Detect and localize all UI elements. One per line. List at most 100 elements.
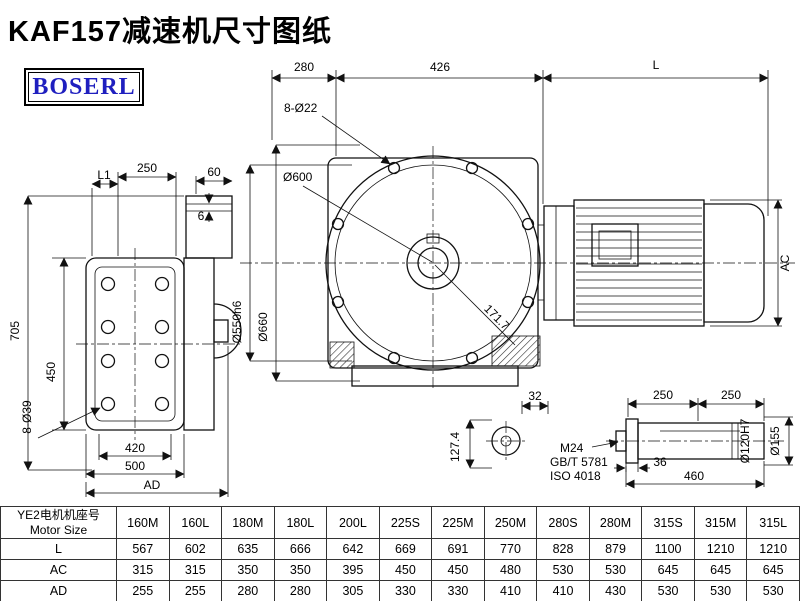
- front-flange-view: Ø600 171.7 8-Ø22: [240, 101, 795, 388]
- table-cell: 645: [693, 559, 748, 581]
- dim-60-label: 60: [207, 165, 221, 179]
- table-cell: 642: [326, 538, 380, 560]
- dim-O660-label: Ø660: [256, 312, 270, 342]
- dim-32-label: 32: [528, 389, 542, 403]
- table-cell: 410: [483, 580, 538, 601]
- row-label: L: [0, 538, 117, 560]
- col-header: 315M: [693, 506, 748, 539]
- col-header: 250M: [483, 506, 538, 539]
- col-header: 180L: [273, 506, 328, 539]
- motor-view: AC: [538, 199, 792, 327]
- dim-420-label: 420: [125, 441, 145, 455]
- page-title: KAF157减速机尺寸图纸: [8, 16, 332, 48]
- table-header-row: YE2电机机座号 Motor Size 160M 160L 180M 180L …: [0, 506, 800, 539]
- table-cell: 691: [431, 538, 485, 560]
- shaft-detail-view: 32 127.4 250 250 M24 GB/T 5781 ISO 4018 …: [448, 388, 794, 489]
- col-header: 160L: [168, 506, 223, 539]
- col-header: 225M: [431, 506, 485, 539]
- table-cell: 1100: [641, 538, 695, 560]
- dim-426-label: 426: [430, 60, 450, 74]
- dim-L1-label: L1: [97, 168, 111, 182]
- dim-6-label: 6: [198, 209, 205, 223]
- table-cell: 350: [273, 559, 328, 581]
- table-cell: 879: [588, 538, 643, 560]
- table-cell: 530: [536, 559, 590, 581]
- col-header: 280S: [536, 506, 590, 539]
- table-cell: 255: [168, 580, 223, 601]
- table-cell: 280: [273, 580, 328, 601]
- motor-size-cn: YE2电机机座号: [17, 507, 100, 522]
- thread-M24-label: M24: [560, 441, 584, 455]
- dim-O155-label: Ø155: [768, 426, 782, 456]
- dim-450-label: 450: [44, 362, 58, 382]
- table-cell: 330: [378, 580, 433, 601]
- dim-AD-label: AD: [144, 478, 161, 492]
- table-cell: 530: [693, 580, 748, 601]
- row-label: AD: [0, 580, 117, 601]
- table-cell: 410: [536, 580, 590, 601]
- table-cell: 530: [588, 559, 643, 581]
- table-cell: 430: [588, 580, 643, 601]
- table-cell: 450: [431, 559, 485, 581]
- table-cell: 450: [378, 559, 433, 581]
- table-cell: 280: [221, 580, 275, 601]
- table-cell: 666: [273, 538, 328, 560]
- dim-O550h6-label: Ø550h6: [230, 300, 244, 343]
- dim-127.4-label: 127.4: [448, 432, 462, 462]
- dim-36-label: 36: [653, 455, 667, 469]
- table-cell: 635: [221, 538, 275, 560]
- col-header: 225S: [378, 506, 433, 539]
- table-cell: 567: [116, 538, 170, 560]
- table-cell: 305: [326, 580, 380, 601]
- std-gbt-label: GB/T 5781: [550, 455, 608, 469]
- table-cell: 530: [746, 580, 800, 601]
- col-header: 160M: [116, 506, 170, 539]
- dim-280-label: 280: [294, 60, 314, 74]
- dim-8xO39-label: 8-Ø39: [20, 400, 34, 434]
- table-cell: 530: [641, 580, 695, 601]
- table-cell: 315: [116, 559, 170, 581]
- col-header: 315L: [746, 506, 800, 539]
- dim-250-label: 250: [137, 161, 157, 175]
- col-header: 280M: [588, 506, 643, 539]
- dim-500-label: 500: [125, 459, 145, 473]
- table-cell: 350: [221, 559, 275, 581]
- table-cell: 645: [746, 559, 800, 581]
- dim-O600-label: Ø600: [283, 170, 313, 184]
- dimension-table: YE2电机机座号 Motor Size 160M 160L 180M 180L …: [0, 506, 800, 601]
- dim-250b-label: 250: [721, 388, 741, 402]
- table-cell: 828: [536, 538, 590, 560]
- brand-logo-text: BOSERL: [32, 73, 136, 100]
- std-iso-label: ISO 4018: [550, 469, 601, 483]
- dim-O120H7-label: Ø120H7: [738, 418, 752, 463]
- dim-171.7-label: 171.7: [481, 302, 512, 333]
- dim-L-label: L: [653, 58, 660, 72]
- dim-AC-label: AC: [778, 254, 792, 271]
- table-row-AD: AD 255 255 280 280 305 330 330 410 410 4…: [0, 580, 800, 601]
- table-cell: 330: [431, 580, 485, 601]
- table-cell: 395: [326, 559, 380, 581]
- table-cell: 315: [168, 559, 223, 581]
- dim-705-label: 705: [8, 321, 22, 341]
- table-row-AC: AC 315 315 350 350 395 450 450 480 530 5…: [0, 559, 800, 581]
- table-cell: 1210: [693, 538, 748, 560]
- col-header: 200L: [326, 506, 380, 539]
- table-cell: 602: [168, 538, 223, 560]
- dim-460-label: 460: [684, 469, 704, 483]
- rear-flange-view: L1 250 60 6 705 450 8-Ø39 420 500 AD Ø55: [8, 144, 360, 498]
- dim-8xO22-label: 8-Ø22: [284, 101, 318, 115]
- col-header: 180M: [221, 506, 275, 539]
- table-cell: 669: [378, 538, 433, 560]
- table-cell: 255: [116, 580, 170, 601]
- top-dimensions: 280 426 L: [271, 58, 769, 216]
- table-cell: 770: [483, 538, 538, 560]
- technical-drawing: 280 426 L L1 250 60 6: [8, 58, 795, 498]
- table-cell: 645: [641, 559, 695, 581]
- row-label: AC: [0, 559, 117, 581]
- table-row-L: L 567 602 635 666 642 669 691 770 828 87…: [0, 538, 800, 560]
- dim-250a-label: 250: [653, 388, 673, 402]
- table-cell: 1210: [746, 538, 800, 560]
- table-cell: 480: [483, 559, 538, 581]
- motor-size-header: YE2电机机座号 Motor Size: [0, 506, 117, 539]
- col-header: 315S: [641, 506, 695, 539]
